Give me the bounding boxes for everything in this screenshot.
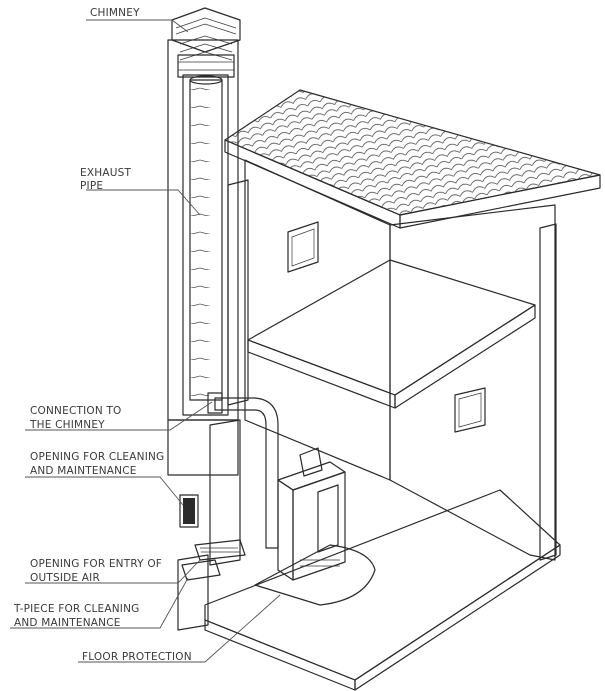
roof: [224, 89, 601, 229]
rear-wall: [244, 159, 391, 481]
label-opening-air-2: OUTSIDE AIR: [30, 572, 100, 584]
house: [177, 89, 601, 691]
label-tpiece-2: AND MAINTENANCE: [14, 617, 121, 629]
label-connection-2: THE CHIMNEY: [29, 419, 105, 431]
ground-floor-edge-right: [354, 544, 561, 691]
label-exhaust-pipe-2: PIPE: [80, 180, 103, 192]
label-floor-protection: FLOOR PROTECTION: [82, 651, 192, 663]
leader-lines: [10, 19, 281, 663]
label-chimney: CHIMNEY: [90, 7, 140, 19]
label-exhaust-pipe-1: EXHAUST: [80, 167, 131, 179]
upper-floor-slab-edge: [247, 339, 396, 409]
lower-window: [454, 387, 486, 433]
callout-labels: CHIMNEY EXHAUST PIPE CONNECTION TO THE C…: [13, 7, 192, 663]
connection-pipe: [214, 397, 279, 549]
upper-floor-slab-edge-right: [394, 304, 536, 409]
ground-floor-edge: [204, 619, 356, 691]
label-tpiece-1: T-PIECE FOR CLEANING: [13, 603, 139, 615]
cleaning-hatch: [179, 494, 199, 528]
floor-protection-plate: [254, 544, 376, 606]
upper-window: [287, 221, 319, 273]
right-brick-column: [539, 223, 557, 561]
lower-brick-wall: [209, 419, 241, 566]
chimney-cap: [171, 7, 241, 53]
outside-air-inlet: [194, 539, 246, 561]
exhaust-pipe: [189, 75, 279, 549]
label-connection-1: CONNECTION TO: [30, 405, 122, 417]
label-opening-cleaning-2: AND MAINTENANCE: [30, 465, 137, 477]
pellet-stove: [277, 447, 346, 581]
t-piece: [181, 559, 221, 581]
chimney-stack: [167, 7, 241, 476]
label-opening-air-1: OPENING FOR ENTRY OF: [30, 558, 162, 570]
label-opening-cleaning-1: OPENING FOR CLEANING: [30, 451, 164, 463]
base-brick-wall: [177, 554, 209, 631]
right-wall: [389, 204, 556, 561]
upper-floor-slab: [247, 259, 536, 396]
